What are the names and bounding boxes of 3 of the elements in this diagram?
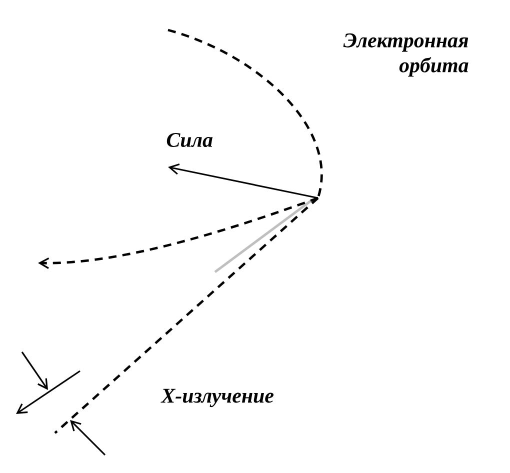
label: X-излучение bbox=[160, 388, 274, 408]
label: Электронная орбита bbox=[343, 33, 468, 77]
label: Сила bbox=[166, 132, 212, 148]
